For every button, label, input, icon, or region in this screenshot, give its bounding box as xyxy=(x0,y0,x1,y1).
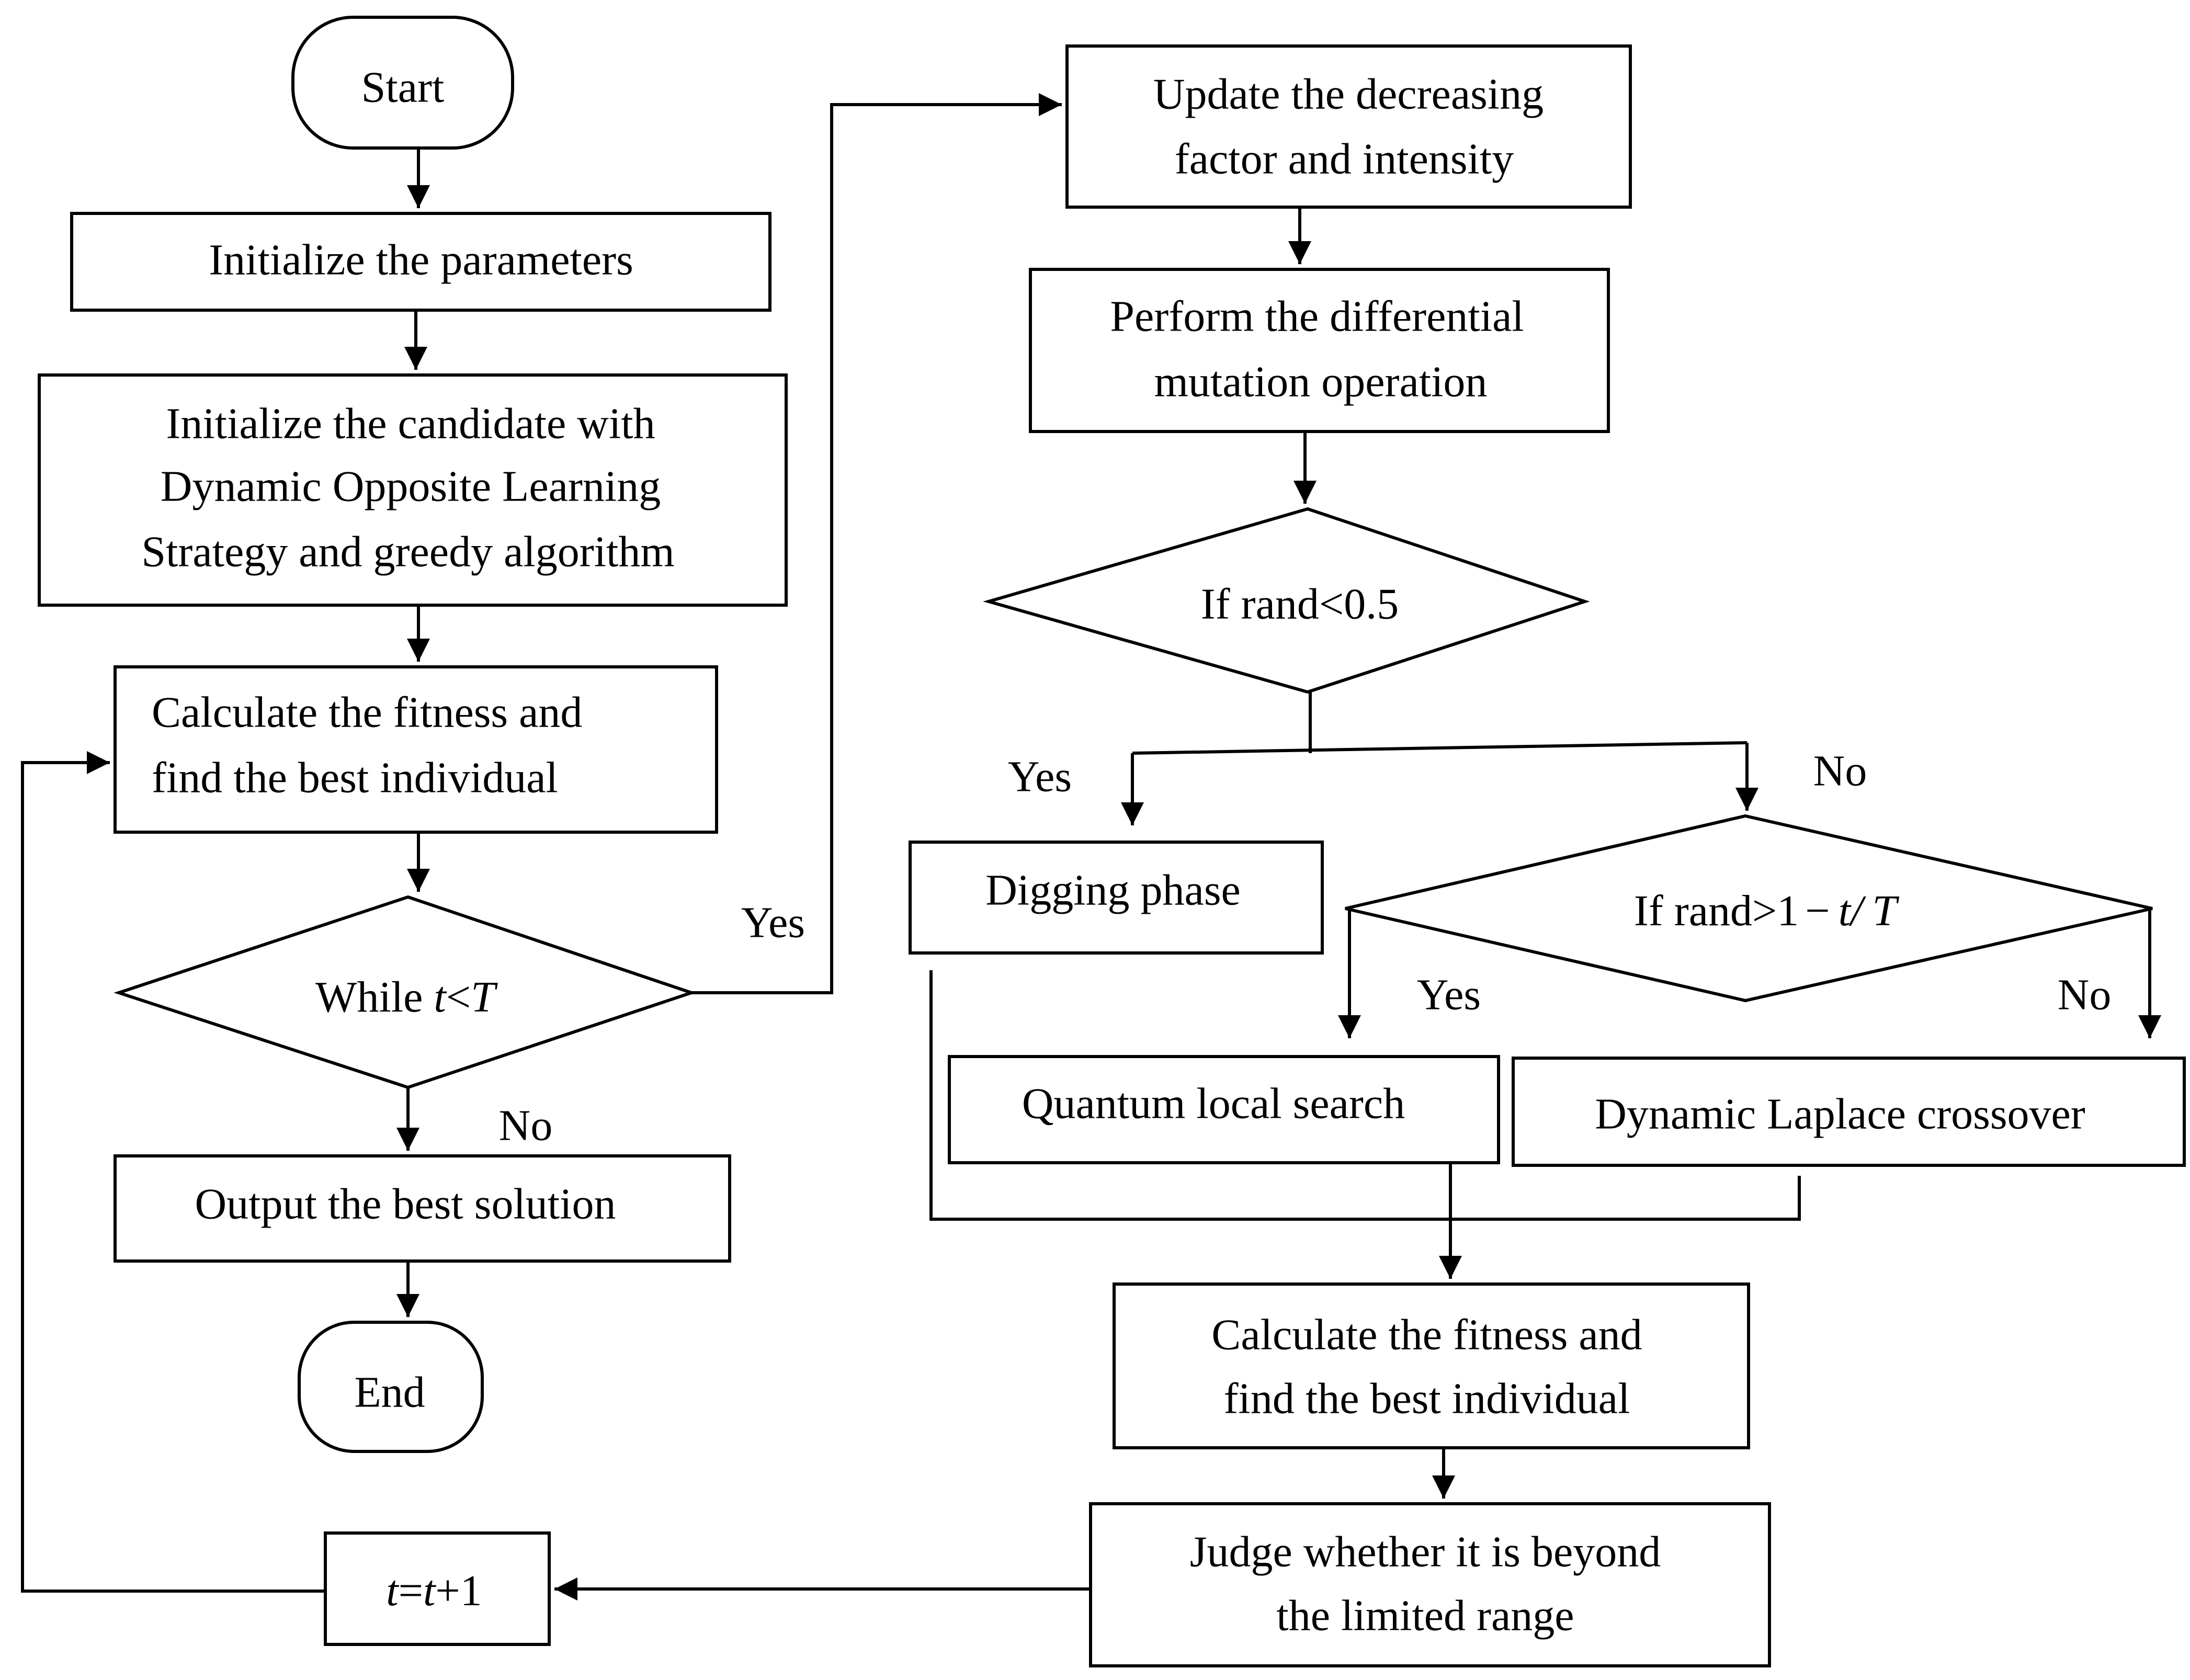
calc-fitness-left-line-1: Calculate the fitness and xyxy=(152,688,582,736)
init-parameters-label: Initialize the parameters xyxy=(209,235,633,284)
while-prefix: While xyxy=(315,973,434,1021)
calc-fitness-left-line-2: find the best individual xyxy=(152,753,558,802)
judge-range-line-2: the limited range xyxy=(1276,1591,1574,1640)
increment-var-2: t xyxy=(423,1567,437,1615)
if-rand2-label: If rand>1−t/T xyxy=(1634,887,1900,935)
connector-increment-to-fitness xyxy=(21,751,325,1593)
start-label: Start xyxy=(361,63,445,111)
arrow-rand2-yes-to-quantum xyxy=(1338,907,1361,1038)
update-factor-line-2: factor and intensity xyxy=(1175,134,1514,183)
if-rand2-decision-node xyxy=(1345,814,2153,1003)
if-rand2-var-t: t xyxy=(1839,887,1852,935)
while-var-T: T xyxy=(471,973,498,1021)
mutation-line-1: Perform the differential xyxy=(1110,292,1524,340)
if-rand-yes-label: Yes xyxy=(1008,752,1072,801)
increment-var-1: t xyxy=(386,1567,400,1615)
if-rand2-yes-label: Yes xyxy=(1417,970,1481,1019)
increment-label: t=t+1 xyxy=(386,1567,482,1615)
while-yes-label: Yes xyxy=(741,898,805,947)
if-rand-no-label: No xyxy=(1813,746,1867,795)
connector-while-yes-to-update xyxy=(691,93,1062,994)
update-factor-node xyxy=(1065,44,1632,209)
mutation-line-2: mutation operation xyxy=(1154,357,1488,406)
judge-range-node xyxy=(1089,1502,1771,1667)
while-no-label: No xyxy=(499,1101,553,1150)
init-parameters-node xyxy=(70,212,771,312)
start-node xyxy=(291,16,514,150)
digging-phase-node xyxy=(909,841,1324,955)
if-rand2-minus: − xyxy=(1805,887,1830,935)
if-rand2-prefix: If rand>1 xyxy=(1634,887,1799,935)
while-var-t: t xyxy=(434,973,447,1021)
init-candidate-line-2: Dynamic Opposite Learning xyxy=(161,462,661,510)
update-factor-line-1: Update the decreasing xyxy=(1153,70,1544,118)
calc-fitness-right-line-2: find the best individual xyxy=(1224,1374,1630,1423)
increment-plus: +1 xyxy=(435,1567,482,1615)
increment-eq: = xyxy=(399,1567,423,1615)
quantum-search-node xyxy=(948,1055,1500,1164)
output-node xyxy=(114,1154,731,1263)
calc-fitness-right-node xyxy=(1113,1282,1750,1449)
laplace-crossover-label: Dynamic Laplace crossover xyxy=(1595,1089,2085,1138)
laplace-crossover-node xyxy=(1512,1057,2186,1167)
arrow-rand2-no-to-laplace xyxy=(2138,907,2161,1038)
while-decision-label: While t<T xyxy=(315,973,498,1021)
judge-range-line-1: Judge whether it is beyond xyxy=(1190,1527,1661,1576)
init-candidate-line-1: Initialize the candidate with xyxy=(166,399,655,448)
calc-fitness-left-node xyxy=(114,665,718,834)
quantum-search-label: Quantum local search xyxy=(1022,1079,1405,1128)
increment-node xyxy=(324,1531,551,1646)
end-node xyxy=(298,1321,484,1453)
if-rand-decision-node xyxy=(983,507,1590,694)
calc-fitness-right-line-1: Calculate the fitness and xyxy=(1211,1310,1642,1359)
if-rand2-no-label: No xyxy=(2058,970,2112,1019)
init-candidate-node xyxy=(38,373,788,607)
digging-phase-label: Digging phase xyxy=(985,866,1241,914)
mutation-node xyxy=(1029,268,1610,433)
connector-digging-merge xyxy=(929,970,1801,1221)
output-label: Output the best solution xyxy=(195,1179,616,1228)
while-op: < xyxy=(446,973,471,1021)
init-candidate-line-3: Strategy and greedy algorithm xyxy=(141,527,674,576)
end-label: End xyxy=(354,1368,425,1416)
if-rand2-var-T: T xyxy=(1872,887,1899,935)
if-rand-label: If rand<0.5 xyxy=(1201,580,1399,628)
connector-branch-horizontal xyxy=(1132,741,1748,755)
